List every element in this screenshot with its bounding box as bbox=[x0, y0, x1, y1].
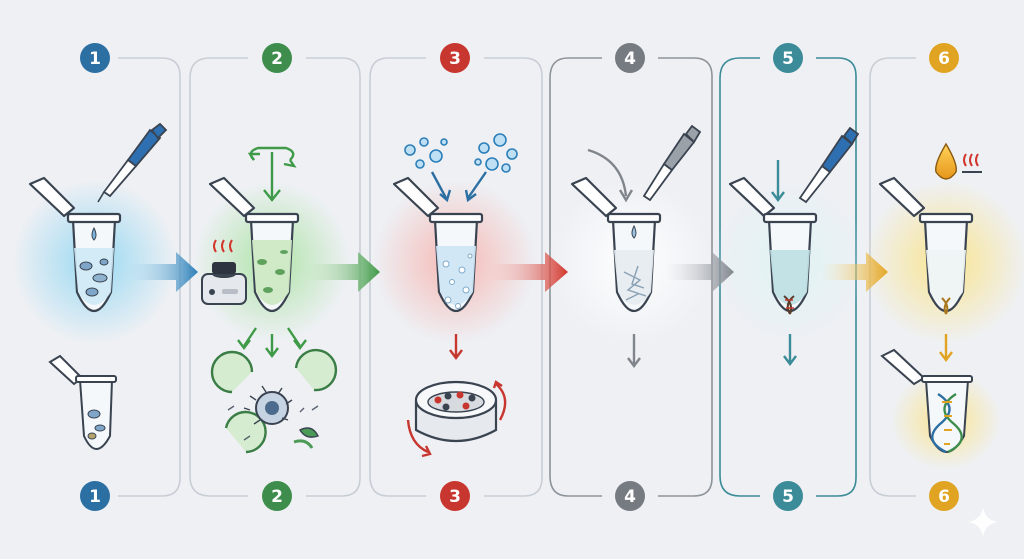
step-badges-top: 1 2 3 4 5 6 bbox=[80, 43, 959, 73]
svg-text:4: 4 bbox=[624, 487, 636, 507]
heat-icon bbox=[962, 153, 982, 173]
step-5-badge-top: 5 bbox=[773, 43, 803, 73]
step-4-badge-top: 4 bbox=[615, 43, 645, 73]
heat-block-icon bbox=[201, 239, 247, 305]
step-1-badge-bottom: 1 bbox=[80, 481, 110, 511]
svg-text:3: 3 bbox=[449, 49, 461, 69]
svg-text:3: 3 bbox=[449, 487, 461, 507]
bubbles-icon bbox=[404, 133, 518, 173]
svg-text:1: 1 bbox=[89, 487, 101, 507]
dna-helix-icon bbox=[880, 348, 973, 454]
step-4-badge-bottom: 4 bbox=[615, 481, 645, 511]
step-6-badge-bottom: 6 bbox=[929, 481, 959, 511]
step-6-content bbox=[878, 142, 982, 454]
step-6-badge-top: 6 bbox=[929, 43, 959, 73]
arrow-1-to-2 bbox=[128, 252, 198, 292]
centrifuge-icon bbox=[406, 380, 507, 458]
arrow-2-to-3 bbox=[305, 252, 380, 292]
svg-text:6: 6 bbox=[938, 49, 950, 69]
precipitate-icon bbox=[623, 265, 647, 301]
flow-arrows bbox=[128, 252, 888, 292]
step-2-badge-bottom: 2 bbox=[262, 481, 292, 511]
sparkle-icon bbox=[968, 507, 998, 537]
step-badges-bottom: 1 2 3 4 5 6 bbox=[80, 481, 959, 511]
step-1-badge-top: 1 bbox=[80, 43, 110, 73]
step-5-badge-bottom: 5 bbox=[773, 481, 803, 511]
tube-lid bbox=[28, 176, 76, 218]
step-4-content bbox=[570, 124, 702, 368]
oil-drop-icon bbox=[935, 142, 957, 180]
svg-text:4: 4 bbox=[624, 49, 636, 69]
rotate-icon bbox=[247, 146, 297, 202]
pipette-icon bbox=[798, 126, 860, 204]
arrow-5-to-6 bbox=[822, 252, 888, 292]
step-2-badge-top: 2 bbox=[262, 43, 292, 73]
arrow-3-to-4 bbox=[488, 252, 568, 292]
step-3-badge-bottom: 3 bbox=[440, 481, 470, 511]
cell-lysis-icon bbox=[210, 348, 338, 454]
svg-text:2: 2 bbox=[271, 49, 283, 69]
step-5-content bbox=[728, 126, 860, 366]
droplet-icon bbox=[91, 226, 97, 241]
svg-text:1: 1 bbox=[89, 49, 101, 69]
dna-pellet-icon bbox=[783, 295, 795, 315]
svg-text:6: 6 bbox=[938, 487, 950, 507]
step-3-content bbox=[392, 133, 518, 458]
step-3-badge-top: 3 bbox=[440, 43, 470, 73]
pipette-icon bbox=[642, 124, 702, 202]
pipette-icon bbox=[97, 122, 168, 203]
tube-glows bbox=[13, 180, 1024, 470]
step-2-content bbox=[201, 146, 338, 454]
arrow-4-to-5 bbox=[665, 252, 734, 292]
step-1-content bbox=[28, 122, 168, 450]
tissue-sample-icon bbox=[48, 354, 117, 450]
svg-text:5: 5 bbox=[782, 487, 794, 507]
svg-text:5: 5 bbox=[782, 49, 794, 69]
svg-text:2: 2 bbox=[271, 487, 283, 507]
droplet-icon bbox=[631, 224, 637, 239]
